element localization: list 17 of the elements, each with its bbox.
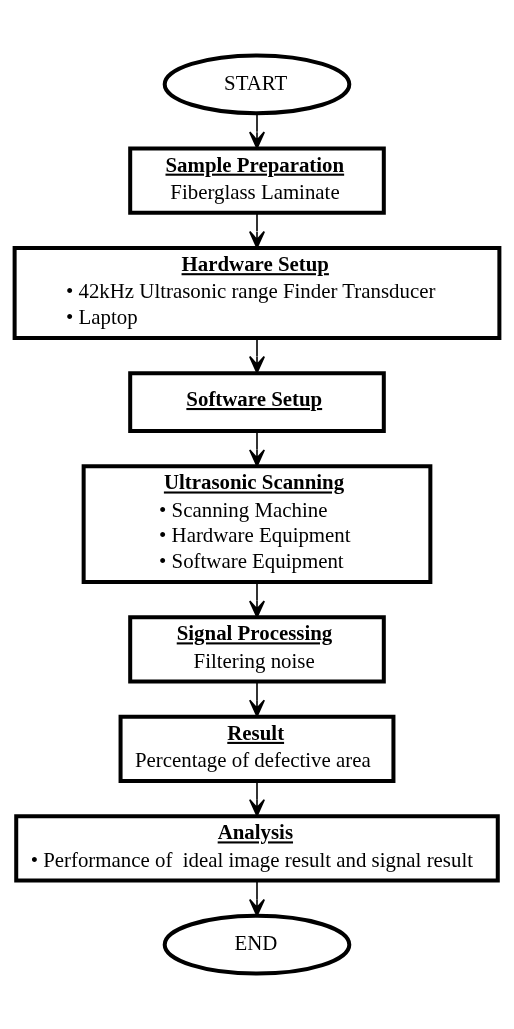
arrow xyxy=(248,112,266,149)
arrow xyxy=(248,581,266,618)
arrow xyxy=(248,430,266,467)
arrow xyxy=(248,780,266,817)
node-box: Software Setup xyxy=(128,371,386,434)
node-box: Hardware Setup • 42kHz Ultrasonic range Finder Transducer • Laptop xyxy=(12,246,502,340)
node-box: Ultrasonic Scanning • Scanning Machine • Hardware Equipment • Software Equipment xyxy=(81,464,433,584)
arrow xyxy=(248,681,266,718)
node-ellipse: END xyxy=(162,913,352,976)
node-ellipse: START xyxy=(162,53,352,116)
node-box: Sample Preparation Fiberglass Laminate xyxy=(128,146,386,215)
arrow xyxy=(248,212,266,249)
arrow xyxy=(248,880,266,917)
node-box: Analysis • Performance of ideal image result and signal result xyxy=(14,814,500,883)
node-box: Signal Processing Filtering noise xyxy=(128,615,386,684)
arrow xyxy=(248,337,266,374)
node-box: Result Percentage of defective area xyxy=(118,714,396,783)
